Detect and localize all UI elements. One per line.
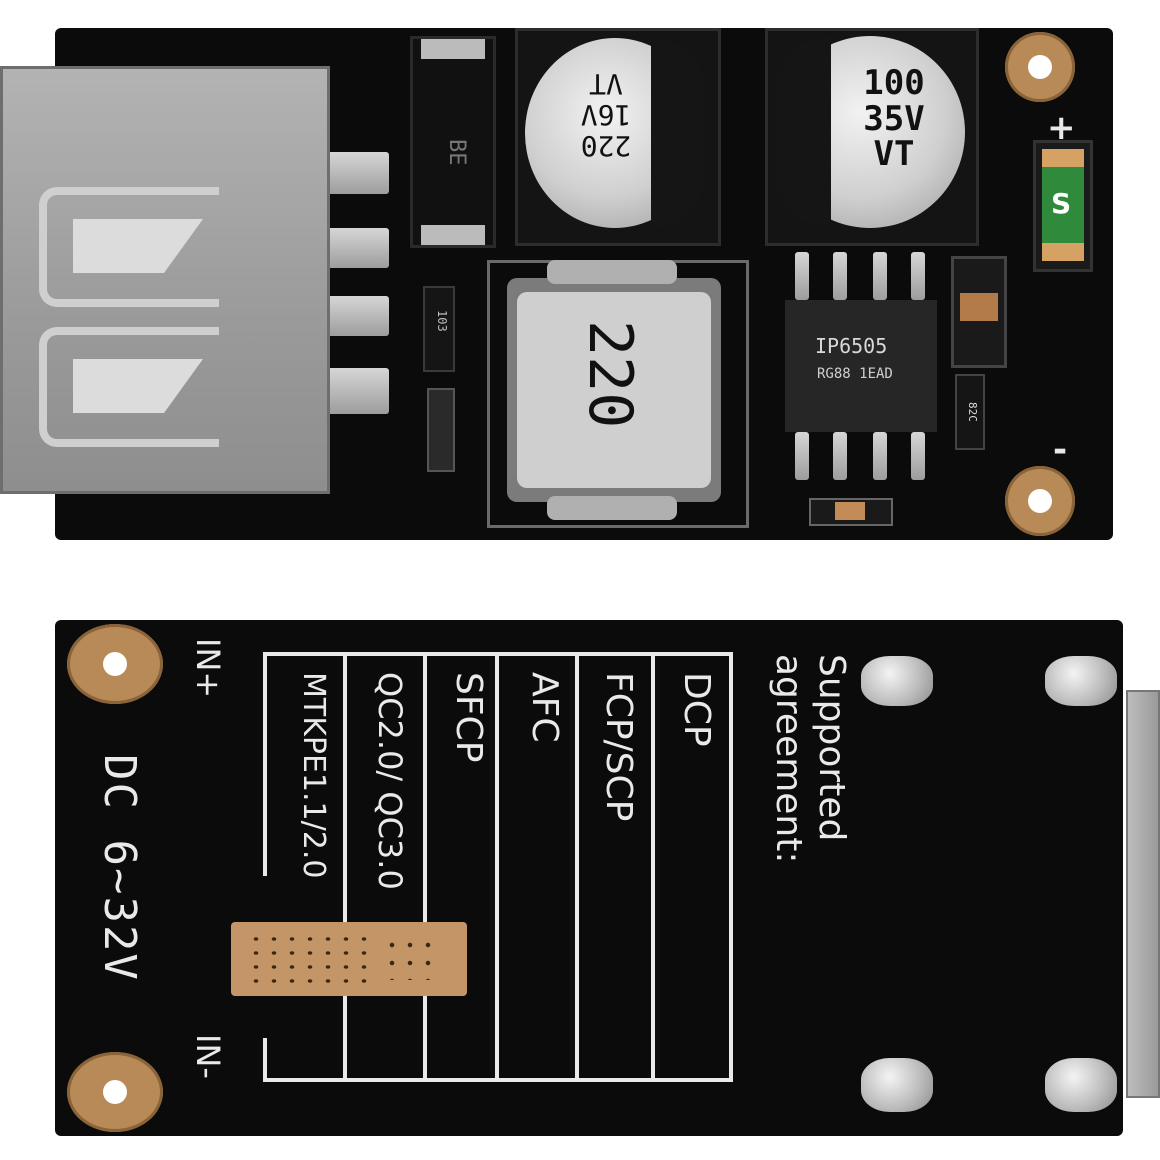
protocol-sfcp: SFCP — [448, 672, 489, 763]
resistor-82c: 82C — [955, 374, 985, 450]
chip-leg — [833, 432, 847, 480]
protocol-afc: AFC — [524, 672, 565, 743]
mount-hole-in-plus — [67, 624, 163, 704]
resistor-103-marking: 103 — [435, 310, 449, 332]
protocol-table — [263, 652, 733, 1082]
solder-joint — [1045, 656, 1117, 706]
chip-leg — [911, 252, 925, 300]
usb-pin-2 — [327, 228, 389, 268]
diode: BE — [410, 36, 496, 248]
bottom-board: IN+ IN- DC 6~32V DCP FCP/SCP AFC SFCP QC… — [55, 620, 1123, 1136]
usb-port-edge — [1126, 690, 1160, 1098]
ic-chip: IP6505 RG88 1EAD — [785, 300, 937, 432]
voltage-label: DC 6~32V — [94, 754, 145, 982]
capacitor-220-label: 220 16V VT — [580, 67, 632, 163]
capacitor-100: 100 35V VT — [775, 36, 965, 228]
usb-pin-3 — [327, 296, 389, 336]
chip-line1: IP6505 — [815, 334, 888, 358]
mount-hole-bottom-right — [1005, 466, 1075, 536]
protocol-mtkpe: MTKPE1.1/2.0 — [296, 672, 331, 879]
usb-port — [0, 66, 330, 494]
mount-hole-in-minus — [67, 1052, 163, 1132]
chip-leg — [795, 432, 809, 480]
capacitor-small-right — [951, 256, 1007, 368]
solder-joint — [1045, 1058, 1117, 1112]
diode-marking: BE — [444, 139, 469, 166]
in-plus-label: IN+ — [189, 638, 227, 699]
mount-hole-top-right — [1005, 32, 1075, 102]
solder-joint — [861, 656, 933, 706]
fuse-marking: S — [1051, 187, 1072, 220]
chip-leg — [795, 252, 809, 300]
resistor-82c-marking: 82C — [966, 402, 979, 422]
resistor-small — [427, 388, 455, 472]
inductor: 220 — [507, 260, 721, 520]
solder-jumper-pad — [231, 922, 467, 996]
solder-joint — [861, 1058, 933, 1112]
chip-leg — [911, 432, 925, 480]
capacitor-100-label: 100 35V VT — [863, 63, 925, 175]
protocol-dcp: DCP — [676, 672, 717, 747]
chip-leg — [873, 252, 887, 300]
chip-leg — [833, 252, 847, 300]
protocol-fcp-scp: FCP/SCP — [598, 672, 639, 822]
usb-pin-1 — [327, 152, 389, 194]
minus-label: - — [1053, 430, 1068, 470]
chip-line2: RG88 1EAD — [817, 366, 893, 382]
resistor-103: 103 — [423, 286, 455, 372]
fuse: S — [1033, 140, 1093, 272]
protocol-qc: QC2.0/ QC3.0 — [371, 672, 409, 890]
inductor-marking: 220 — [575, 320, 645, 429]
usb-pin-4 — [327, 368, 389, 414]
in-minus-label: IN- — [189, 1034, 227, 1079]
capacitor-220: 220 16V VT — [525, 38, 705, 228]
chip-leg — [873, 432, 887, 480]
supported-agreement-label: Supported agreement: — [767, 654, 852, 864]
capacitor-small-bottom — [809, 498, 893, 526]
